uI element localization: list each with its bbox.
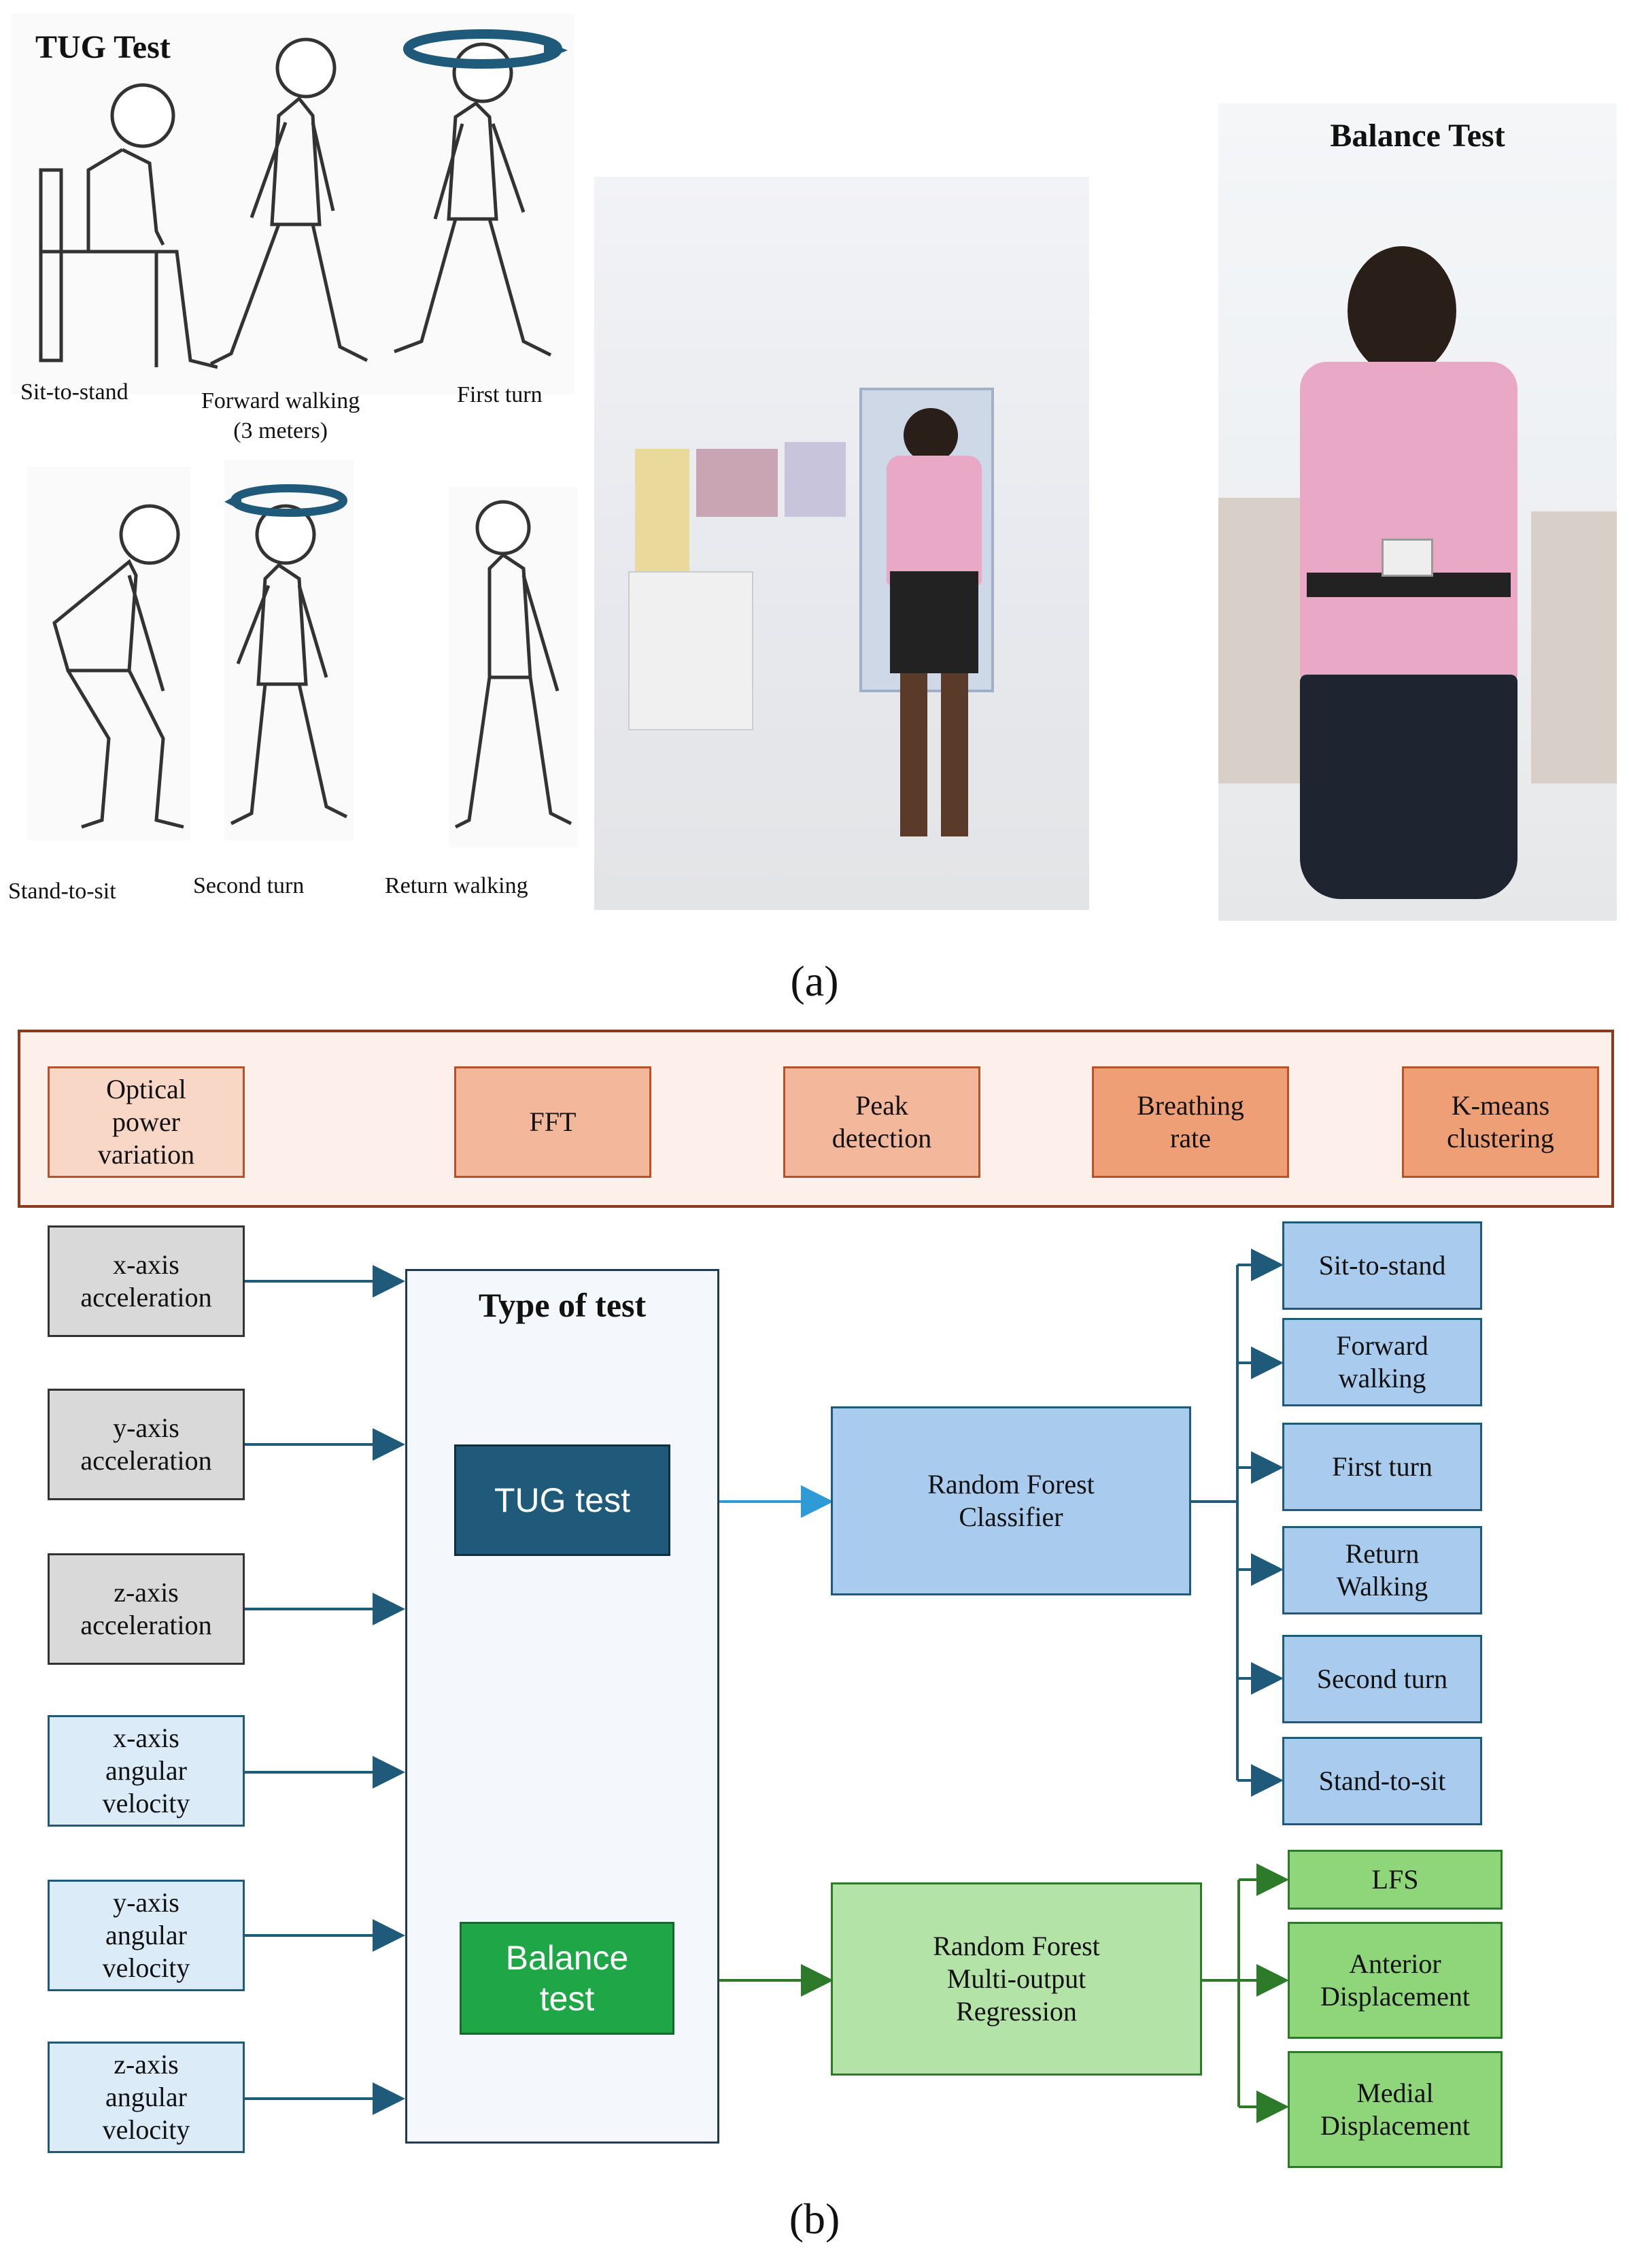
tug-stage-label: Stand-to-sit (8, 879, 116, 904)
random-forest-classifier: Random Forest Classifier (831, 1406, 1191, 1595)
pipeline-step-kmeans: K-means clustering (1402, 1066, 1599, 1178)
balance-test-photo (1218, 103, 1617, 921)
turning-figure-icon (224, 460, 354, 841)
tug-stage-label: First turn (457, 382, 543, 407)
tug-stage-label: Sit-to-stand (20, 379, 128, 405)
pipeline-step-fft: FFT (454, 1066, 651, 1178)
input-x-acceleration: x-axis acceleration (48, 1225, 245, 1337)
tug-output-stand-to-sit: Stand-to-sit (1282, 1737, 1482, 1825)
balance-test-box: Balance test (460, 1922, 674, 2035)
input-x-angular-velocity: x-axis angular velocity (48, 1715, 245, 1827)
walking-figure-icon (209, 37, 368, 366)
pipeline-step-breathing-rate: Breathing rate (1092, 1066, 1289, 1178)
random-forest-regressor: Random Forest Multi-output Regression (831, 1882, 1202, 2076)
tug-stage-label: Return walking (385, 873, 528, 898)
pipeline-step-peak-detection: Peak detection (783, 1066, 980, 1178)
tug-title: TUG Test (35, 29, 171, 65)
sitting-figure-icon (39, 83, 218, 369)
balance-output-medial-displacement: Medial Displacement (1288, 2051, 1503, 2168)
tug-output-first-turn: First turn (1282, 1423, 1482, 1511)
pipeline-step-optical-power: Optical power variation (48, 1066, 245, 1178)
panel-b-label: (b) (789, 2195, 840, 2243)
tug-test-box: TUG test (454, 1444, 670, 1556)
panel-a-label: (a) (790, 957, 839, 1005)
balance-test-title: Balance Test (1330, 118, 1505, 154)
balance-output-lfs: LFS (1288, 1850, 1503, 1910)
tug-test-photo (594, 177, 1089, 910)
input-y-angular-velocity: y-axis angular velocity (48, 1880, 245, 1991)
walking-figure-icon (449, 487, 578, 847)
type-of-test-title: Type of test (478, 1286, 647, 1324)
tug-stage-label: Forward walking (3 meters) (201, 388, 360, 444)
input-y-acceleration: y-axis acceleration (48, 1389, 245, 1500)
tug-output-sit-to-stand: Sit-to-stand (1282, 1221, 1482, 1310)
tug-output-return-walking: Return Walking (1282, 1526, 1482, 1614)
input-z-acceleration: z-axis acceleration (48, 1553, 245, 1665)
tug-output-second-turn: Second turn (1282, 1635, 1482, 1723)
tug-output-forward-walking: Forward walking (1282, 1318, 1482, 1406)
crouching-figure-icon (27, 467, 190, 841)
balance-output-anterior-displacement: Anterior Displacement (1288, 1922, 1503, 2039)
tug-stage-label: Second turn (193, 873, 305, 898)
turning-figure-icon (394, 29, 568, 357)
input-z-angular-velocity: z-axis angular velocity (48, 2042, 245, 2153)
